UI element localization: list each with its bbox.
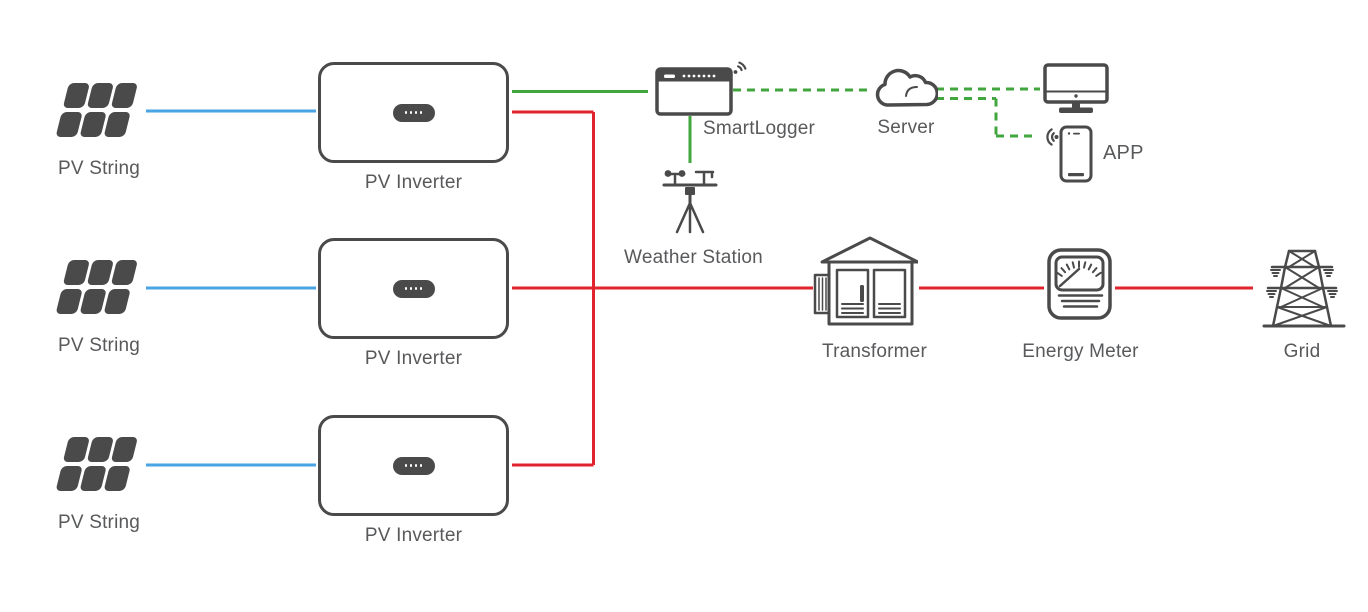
wireless-signal-icon [733, 61, 747, 74]
gauge-tick-marks [1056, 260, 1102, 277]
pv-inverter-1-icon [318, 62, 509, 163]
pv-inverter-2-icon [318, 238, 509, 339]
wire-server-app [936, 97, 1038, 138]
solar-panel-icon [56, 260, 137, 314]
inverter-led-panel [392, 456, 435, 475]
pv-inverter-2-label: PV Inverter [364, 348, 463, 369]
gauge-meter-icon [1047, 248, 1112, 320]
inverter-led-panel [392, 279, 435, 298]
pv-string-1-label: PV String [57, 158, 141, 179]
cloud-icon [875, 68, 938, 107]
pv-string-3-label: PV String [57, 512, 141, 533]
desktop-monitor-icon [1043, 63, 1109, 113]
grid-label: Grid [1283, 341, 1321, 362]
smartphone-icon [1059, 125, 1093, 183]
pv-string-2-label: PV String [57, 335, 141, 356]
insulator-stacks [1266, 269, 1338, 298]
data-logger-icon [655, 61, 747, 116]
pv-inverter-3-label: PV Inverter [364, 525, 463, 546]
smartlogger-label: SmartLogger [703, 118, 816, 139]
gauge-needle [1058, 267, 1081, 288]
inverter-led-panel [392, 103, 435, 122]
solar-panel-icon [56, 437, 137, 491]
weather-station-label: Weather Station [624, 247, 763, 268]
solar-panel-icon [56, 83, 137, 137]
wireless-signal-icon [1046, 128, 1059, 146]
weather-station-icon [662, 170, 718, 234]
transformer-cabinet-icon [813, 236, 918, 326]
pv-inverter-1-label: PV Inverter [364, 172, 463, 193]
app-label: APP [1103, 142, 1144, 164]
transmission-tower-icon [1262, 249, 1346, 328]
pv-inverter-3-icon [318, 415, 509, 516]
transformer-label: Transformer [822, 341, 927, 362]
server-label: Server [877, 117, 935, 138]
energy-meter-label: Energy Meter [1022, 341, 1139, 362]
logger-status-dots [682, 74, 716, 78]
door-handle [860, 285, 864, 302]
